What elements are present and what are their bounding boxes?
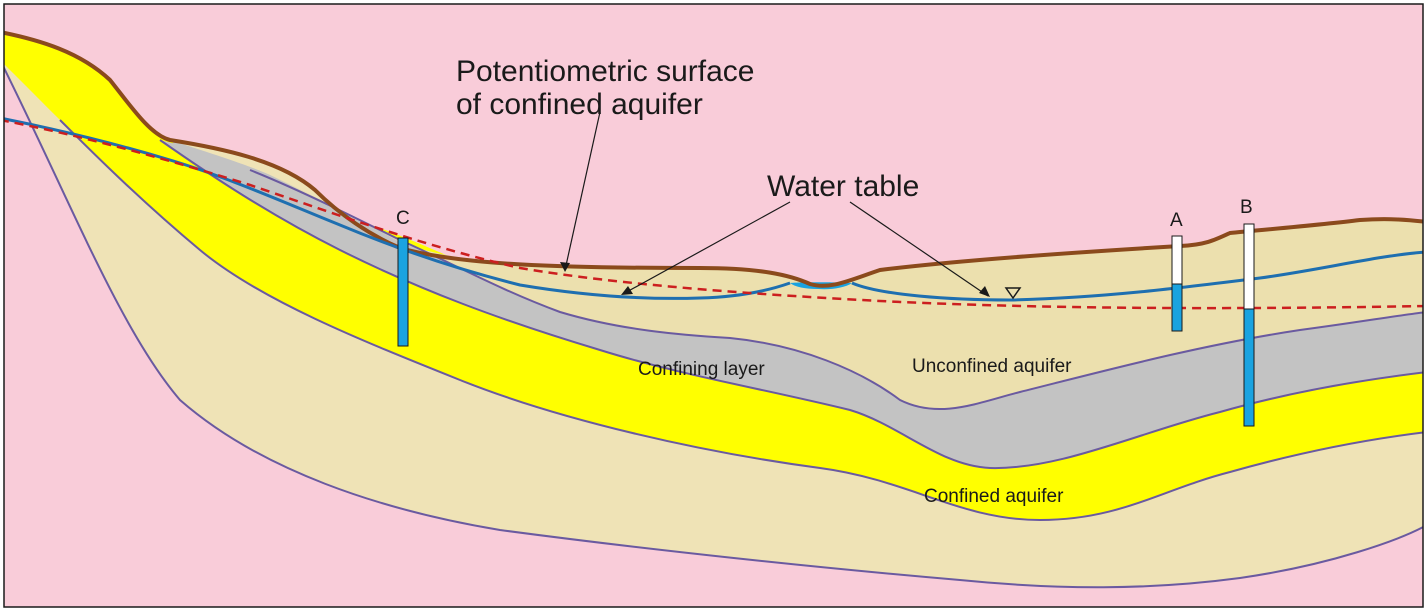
well-a bbox=[1171, 235, 1183, 332]
layer-boundaries bbox=[4, 65, 1423, 589]
arrowheads bbox=[560, 262, 990, 297]
label-potentiometric-line2: of confined aquifer bbox=[456, 88, 703, 121]
confined-aquifer-layer bbox=[4, 32, 1423, 520]
leader-water-table-right bbox=[849, 201, 989, 297]
leader-lines bbox=[564, 111, 989, 297]
well-c-casing bbox=[397, 237, 409, 347]
label-well-b: B bbox=[1240, 197, 1253, 218]
well-b-water bbox=[1243, 308, 1255, 427]
arrowhead-water-table-right bbox=[979, 286, 990, 297]
confined-aquifer-bottom bbox=[59, 119, 1423, 522]
label-water-table: Water table bbox=[767, 170, 919, 203]
label-potentiometric-line1: Potentiometric surface bbox=[456, 55, 754, 88]
unconfined-aquifer-layer bbox=[250, 170, 1423, 410]
potentiometric-surface-line bbox=[4, 119, 1423, 310]
well-c bbox=[397, 237, 409, 347]
arrowhead-potentiometric bbox=[560, 262, 570, 272]
well-b bbox=[1243, 223, 1255, 427]
confining-layer bbox=[160, 140, 1423, 469]
label-unconfined-aquifer: Unconfined aquifer bbox=[912, 356, 1072, 377]
water-table-triangle-icon bbox=[1004, 287, 1022, 300]
label-confining-layer: Confining layer bbox=[638, 359, 765, 380]
label-well-a: A bbox=[1170, 210, 1183, 231]
label-well-c: C bbox=[396, 208, 410, 229]
arrowhead-water-table-left bbox=[621, 286, 633, 295]
label-confined-aquifer: Confined aquifer bbox=[924, 486, 1064, 507]
well-a-water bbox=[1171, 283, 1183, 332]
diagram-border bbox=[3, 3, 1424, 608]
basement-boundary bbox=[4, 65, 1423, 589]
confining-layer-top bbox=[249, 169, 1423, 411]
leader-water-table-left bbox=[622, 201, 791, 295]
upper-gray-lens bbox=[170, 140, 360, 222]
leader-potentiometric bbox=[564, 111, 601, 271]
confined-aquifer-top bbox=[159, 139, 1423, 470]
ground-surface bbox=[4, 30, 1423, 288]
